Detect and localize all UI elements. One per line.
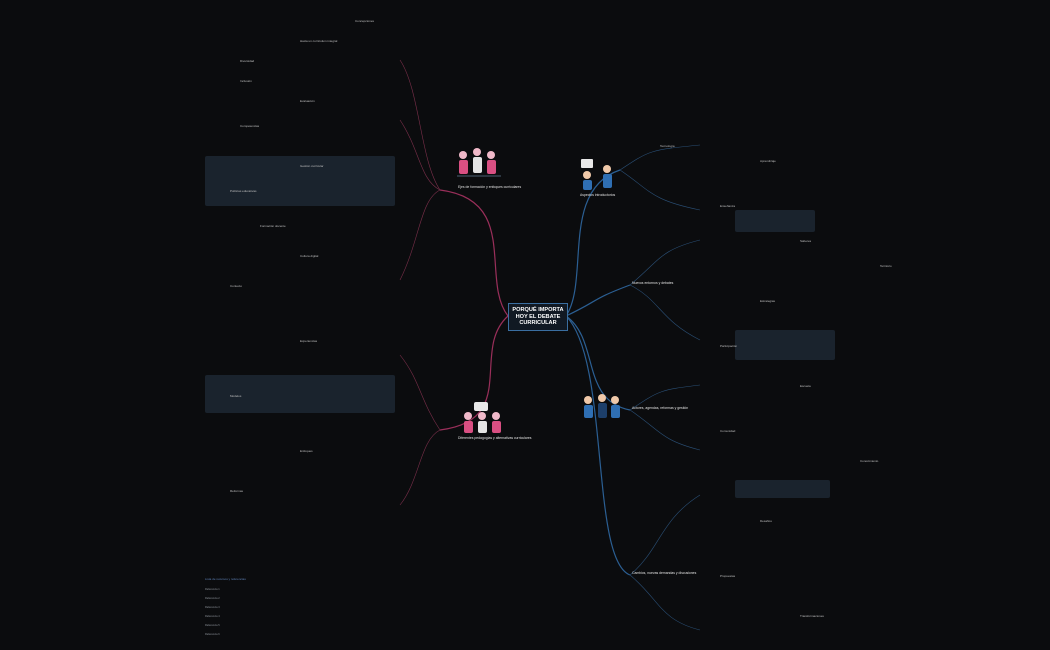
mindmap-node[interactable]: Gestión curricular (300, 164, 324, 168)
group-box (205, 375, 395, 413)
references-heading: Lista de recursos y referencias (205, 577, 246, 581)
mindmap-node[interactable]: Saberes (800, 239, 812, 243)
reference-item: Referencia 3 (205, 606, 220, 609)
group-box (735, 210, 815, 232)
mindmap-node[interactable]: Escuela (800, 384, 811, 388)
reference-item: Referencia 5 (205, 624, 220, 627)
mindmap-node[interactable]: Contexto (230, 284, 243, 288)
reference-item: Referencia 1 (205, 588, 220, 591)
people-illustration-3 (581, 159, 612, 190)
branch-label[interactable]: Aspectos introductorios (580, 193, 616, 197)
mindmap-node[interactable]: Diversidad (240, 59, 255, 63)
mindmap-node[interactable]: Comunidad (720, 429, 736, 433)
mindmap-node[interactable]: Propuestas (720, 574, 736, 578)
mindmap-node[interactable]: Concepciones (355, 19, 375, 23)
mindmap-node[interactable]: Competencias (240, 124, 260, 128)
mindmap-node[interactable]: Tecnología (660, 144, 675, 148)
branch-label[interactable]: Cambios, nuevas demandas y discusiones (632, 571, 697, 575)
mindmap-node[interactable]: Participación (720, 344, 738, 348)
mindmap-node[interactable]: Inclusión (240, 79, 252, 83)
mindmap-node[interactable]: Enseñanza (720, 204, 736, 208)
mindmap-node[interactable]: Territorio (880, 264, 892, 268)
branch-label[interactable]: Nuevos entornos y debates (632, 281, 674, 285)
reference-item: Referencia 2 (205, 597, 220, 600)
branch-label[interactable]: Ejes de formación y enfoques curriculare… (458, 185, 522, 189)
people-illustration-4 (584, 394, 620, 418)
mindmap-node[interactable]: Experiencias (300, 339, 318, 343)
mindmap-node[interactable]: Cultura digital (300, 254, 319, 258)
reference-item: Referencia 4 (205, 615, 220, 618)
mindmap-node[interactable]: Aprendizaje (760, 159, 776, 163)
mindmap-node[interactable]: Políticas educativas (230, 189, 257, 193)
people-illustration-1 (457, 148, 501, 177)
mindmap-node[interactable]: Formación docente (260, 224, 286, 228)
group-box (735, 480, 830, 498)
mindmap-node[interactable]: Enfoques (300, 449, 313, 453)
root-title: PORQUÉ IMPORTA HOY EL DEBATE CURRICULAR (512, 307, 564, 327)
group-box (205, 156, 395, 206)
branch-label[interactable]: Actores, agendas, reformas y gestión (632, 406, 689, 410)
group-box (735, 330, 835, 360)
people-illustration-2 (464, 402, 501, 433)
reference-item: Referencia 6 (205, 633, 220, 636)
mindmap-node[interactable]: Estrategias (760, 299, 776, 303)
mindmap-node[interactable]: Conocimiento (860, 459, 879, 463)
mindmap-node[interactable]: Reformas (230, 489, 244, 493)
mindmap-node[interactable]: Evaluación (300, 99, 315, 103)
mindmap-node[interactable]: Desafíos (760, 519, 772, 523)
branch-label[interactable]: Diferentes pedagogías y alternativas cur… (458, 436, 532, 440)
mindmap-node[interactable]: Hacia un currículum integral (300, 39, 338, 43)
root-node[interactable]: PORQUÉ IMPORTA HOY EL DEBATE CURRICULAR (508, 303, 568, 331)
mindmap-node[interactable]: Modelos (230, 394, 242, 398)
mindmap-node[interactable]: Transformaciones (800, 614, 824, 618)
